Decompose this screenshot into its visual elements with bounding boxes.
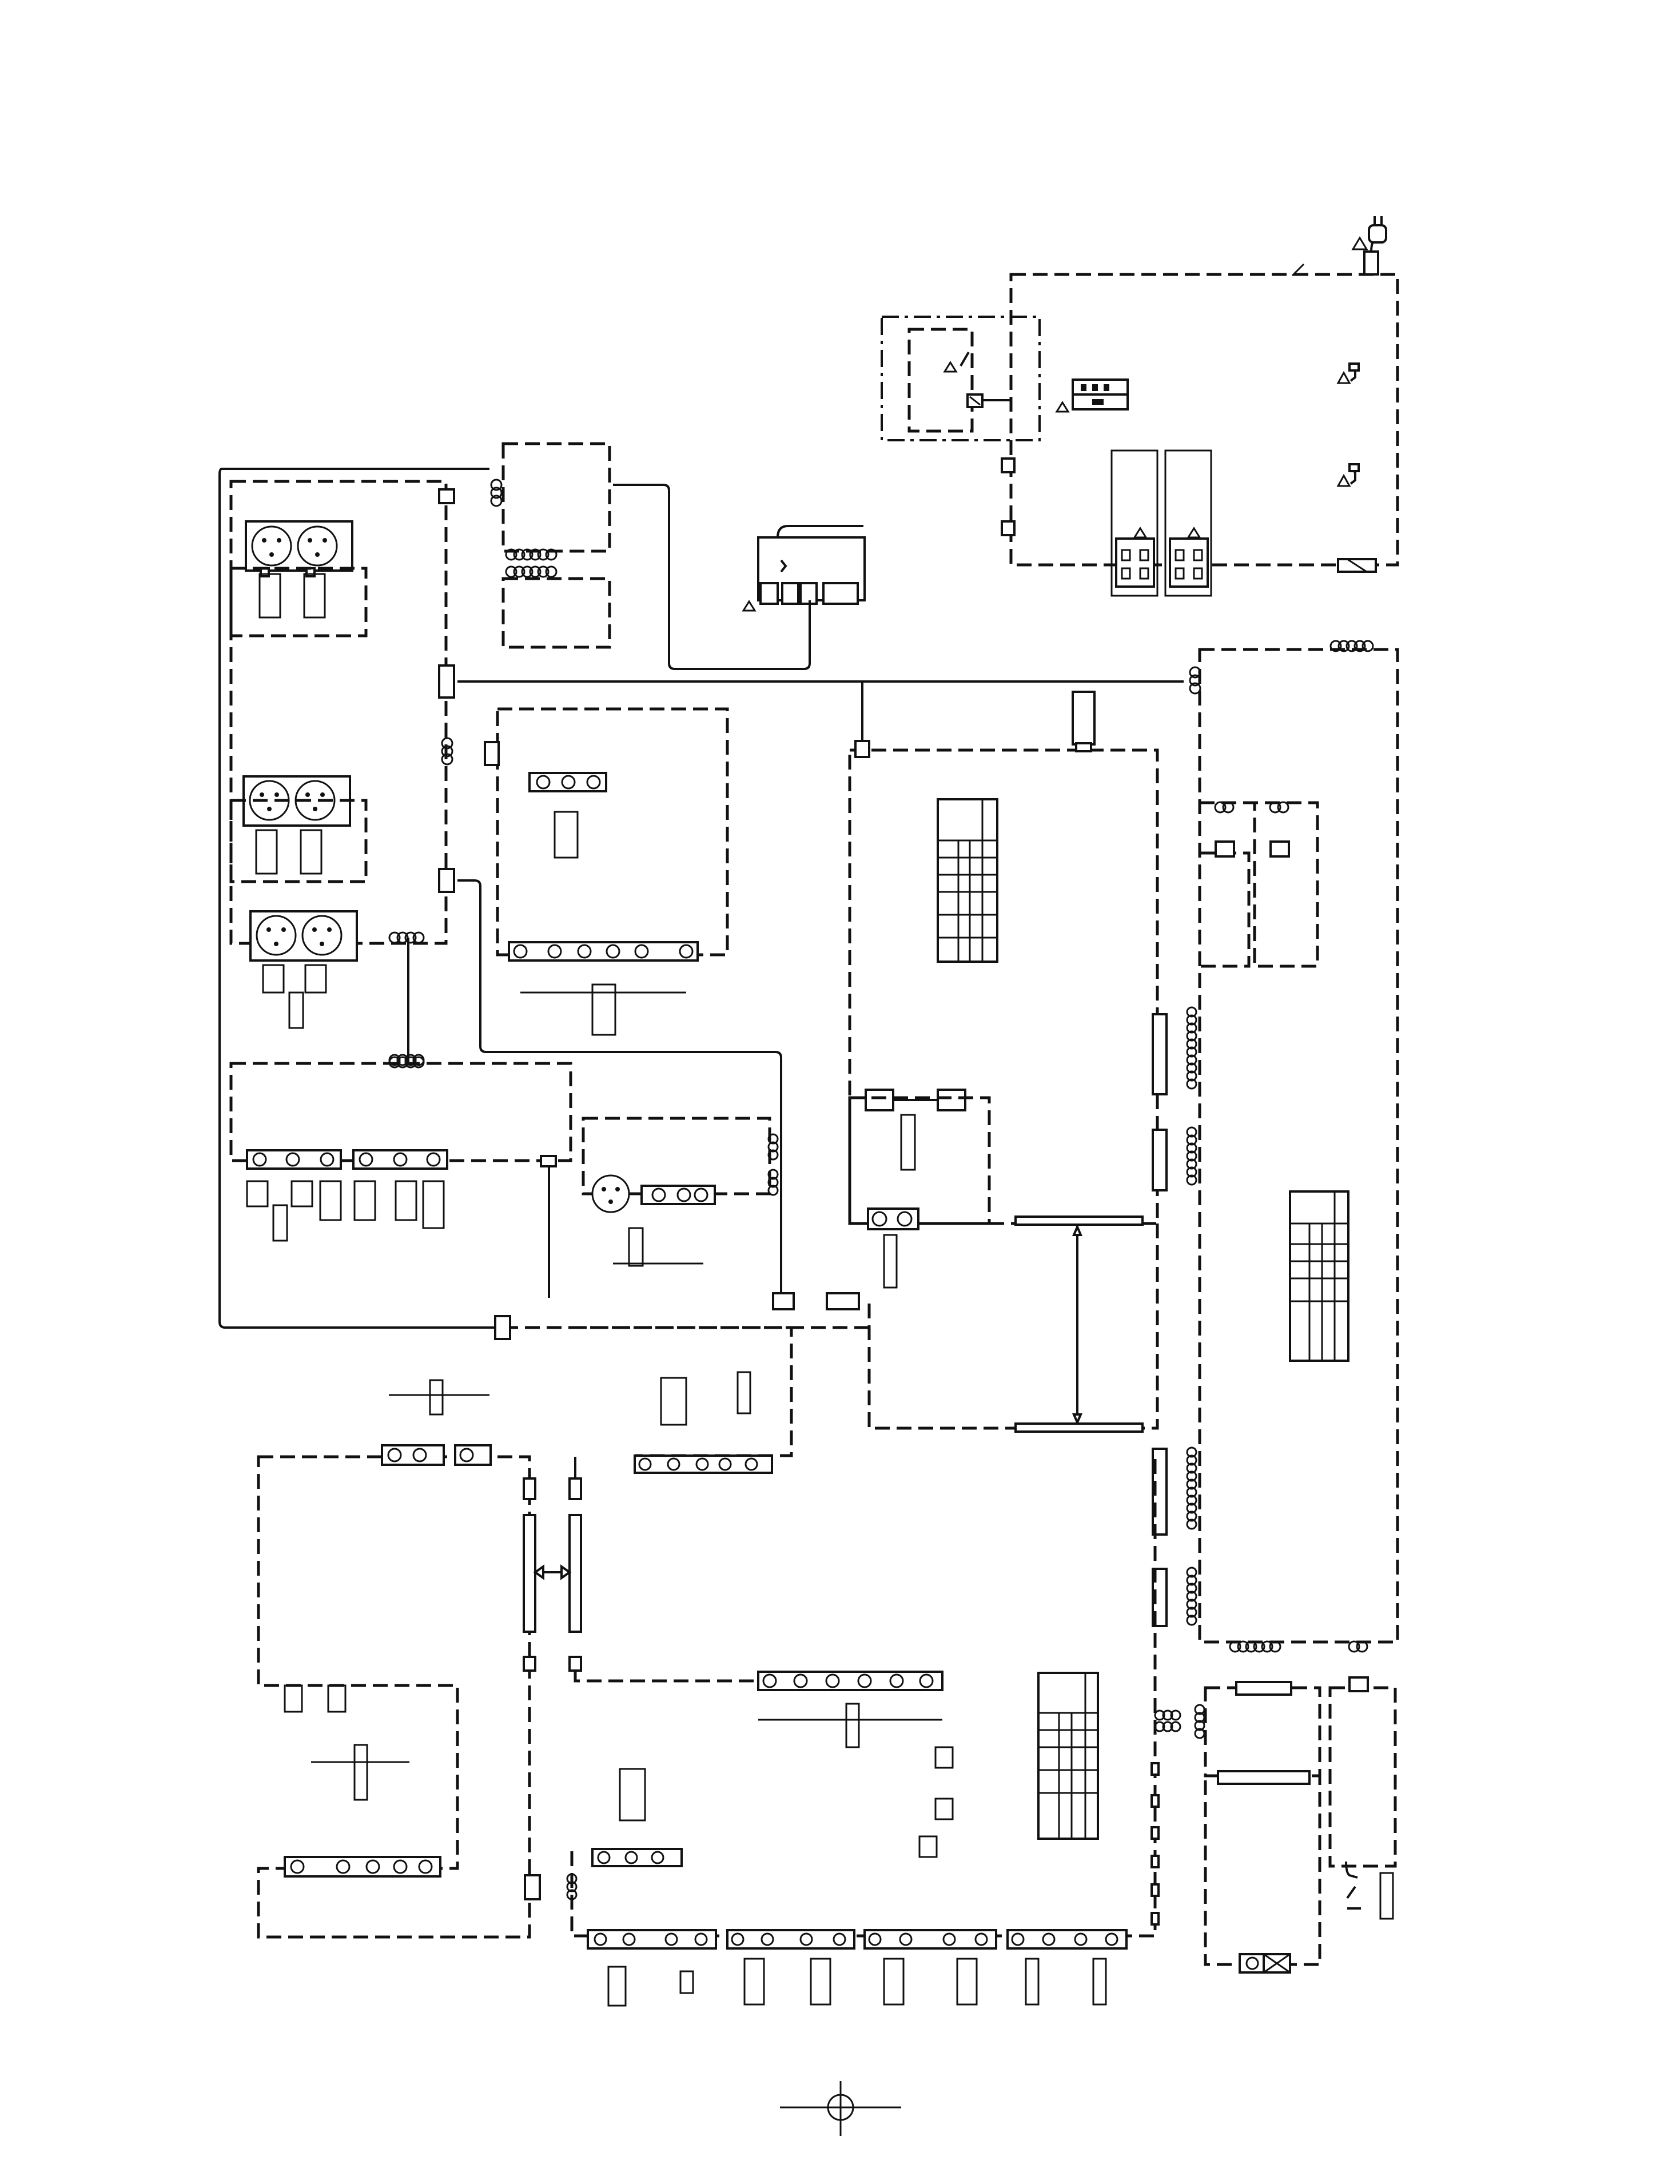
connector-icon <box>826 1292 860 1310</box>
warning-triangle-icon <box>1351 236 1368 250</box>
ac-outlet-left <box>1110 449 1159 597</box>
connector-icon <box>438 664 455 699</box>
data-table-grid <box>1289 1190 1349 1362</box>
xlr-board-3 <box>249 910 358 1029</box>
io-board-a <box>457 707 782 1292</box>
power-plug-icon <box>1363 216 1387 276</box>
ferrite-coil-icon <box>566 1873 578 1900</box>
io-board-b <box>229 1054 572 1298</box>
connector-icon <box>1152 1129 1168 1191</box>
power-supply-section <box>1001 216 1399 597</box>
data-table-grid <box>1037 1672 1099 1840</box>
terminal-strip-icon <box>528 772 607 792</box>
interface-board-top <box>501 442 811 670</box>
terminal-strip-icon <box>381 1444 492 1466</box>
ferrite-coil-icon <box>1189 640 1374 814</box>
connector-icon <box>1269 840 1290 858</box>
terminal-strip-icon <box>640 1185 716 1205</box>
lower-center-board <box>494 1292 1099 1867</box>
connector-icon <box>1001 520 1016 536</box>
fuse-symbol <box>1336 362 1360 487</box>
terminal-strip-icon <box>867 1207 919 1230</box>
connector-icon <box>1348 1676 1369 1692</box>
connector-icon <box>438 868 455 893</box>
output-board-bottom <box>524 1452 1160 2007</box>
lower-left-board <box>257 1379 531 1939</box>
ferrite-coil-icon <box>505 548 558 578</box>
ferrite-coil-icon <box>767 1133 779 1196</box>
connector-icon <box>772 1292 795 1310</box>
xlr-socket-icon <box>256 915 297 956</box>
registration-mark-icon <box>780 2081 901 2136</box>
connector-icon <box>854 740 870 758</box>
terminal-strip-icon <box>587 1929 1128 1950</box>
connector-icon <box>484 741 500 766</box>
terminal-strip-icon <box>634 1454 773 1474</box>
connector-icon <box>1001 457 1016 473</box>
data-table-grid <box>937 798 998 963</box>
xlr-socket-icon <box>251 525 292 567</box>
xlr-socket-icon <box>297 525 338 567</box>
xlr-board-1 <box>229 520 368 637</box>
connector-icon <box>494 1315 511 1340</box>
mic-board <box>582 1117 779 1267</box>
ferrite-coil-icon <box>388 1054 425 1066</box>
transformer-icon <box>1055 378 1129 413</box>
terminal-strip-icon <box>284 1856 441 1878</box>
connector-icon <box>524 1874 541 1900</box>
terminal-strip-icon <box>508 941 699 962</box>
power-switch-section <box>881 316 1041 441</box>
ferrite-coil-icon <box>1186 1006 1197 1626</box>
amp-module <box>742 525 866 612</box>
ferrite-coil-icon <box>1229 1640 1368 1653</box>
connector-icon <box>1152 1013 1168 1095</box>
terminal-strip-icon <box>246 1149 448 1170</box>
dsp-board <box>1189 640 1399 1653</box>
output-board-right <box>1154 1676 1397 1974</box>
xlr-socket-icon <box>294 780 336 821</box>
xlr-socket-icon <box>301 915 343 956</box>
ac-outlet-right <box>1164 449 1212 597</box>
connector-icon <box>438 488 455 504</box>
terminal-strip-icon <box>757 1671 943 1691</box>
terminal-strip-icon <box>591 1848 683 1867</box>
main-board <box>848 680 1197 1627</box>
ferrite-coil-icon <box>1154 1704 1205 1739</box>
xlr-socket-icon <box>591 1174 630 1213</box>
ribbon-cable-bus <box>523 1457 869 1683</box>
connector-icon <box>1215 840 1235 858</box>
xlr-board-2 <box>229 775 368 883</box>
